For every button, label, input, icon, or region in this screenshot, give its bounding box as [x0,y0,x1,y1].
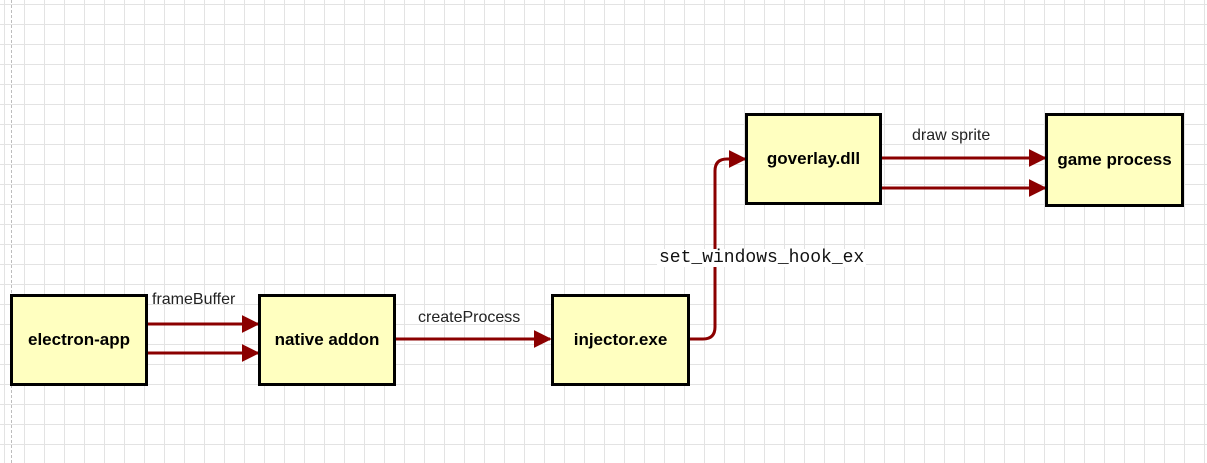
node-injector-exe[interactable]: injector.exe [551,294,690,386]
node-electron-app[interactable]: electron-app [10,294,148,386]
node-native-addon[interactable]: native addon [258,294,396,386]
edge-label-set-windows-hook-ex: set_windows_hook_ex [657,248,867,268]
node-game-process[interactable]: game process [1045,113,1184,207]
edge-label-draw-sprite: draw sprite [912,127,991,144]
node-goverlay-dll[interactable]: goverlay.dll [745,113,882,205]
page-boundary-line [11,0,12,463]
edge-label-createprocess: createProcess [418,309,521,326]
edge-label-framebuffer: frameBuffer [152,291,236,308]
